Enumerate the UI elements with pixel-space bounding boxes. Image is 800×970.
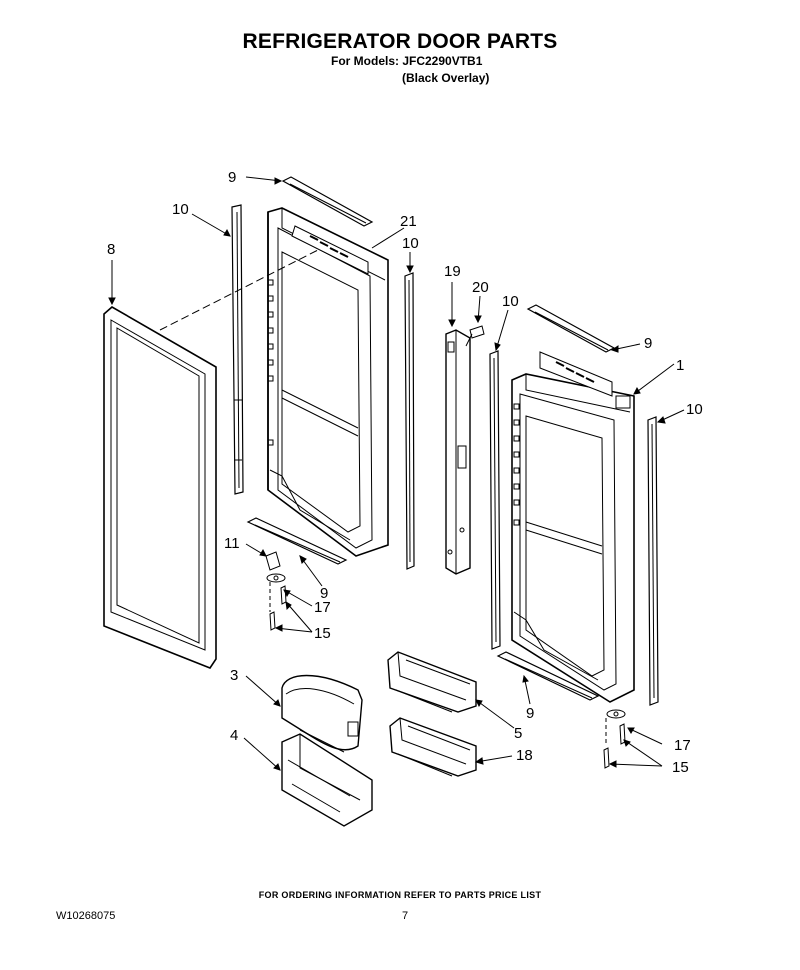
- callout-18: 18: [516, 747, 533, 764]
- callout-4: 4: [230, 727, 238, 744]
- callout-9-top-left: 9: [228, 169, 236, 186]
- callout-10-right-inner: 10: [502, 293, 519, 310]
- models-line: For Models: JFC2290VTB1: [331, 54, 483, 68]
- callout-9-bottom-right: 9: [526, 705, 534, 722]
- leader-lines: [108, 176, 685, 771]
- callout-9-top-right: 9: [644, 335, 652, 352]
- page-title: REFRIGERATOR DOOR PARTS: [242, 30, 558, 53]
- left-hinge-hardware: [265, 551, 287, 631]
- right-hinge-hardware: [603, 709, 626, 769]
- part-10-door-trim-right-inner: [489, 350, 501, 650]
- callout-3: 3: [230, 667, 238, 684]
- part-10-door-trim-left-inner: [404, 272, 415, 570]
- callout-1: 1: [676, 357, 684, 374]
- part-10-door-trim-right-outer: [647, 416, 659, 706]
- callout-15-left: 15: [314, 625, 331, 642]
- part-8-door-gasket: [103, 306, 217, 669]
- callout-17-left: 17: [314, 599, 331, 616]
- callout-11: 11: [224, 535, 240, 552]
- callout-15-right: 15: [672, 759, 689, 776]
- callout-labels: 9 10 8 21 10 19 20 10 9 1 10 11 9 17 15 …: [107, 169, 703, 776]
- callout-10-left-outer: 10: [172, 201, 189, 218]
- callout-8: 8: [107, 241, 115, 258]
- part-10-door-trim-left-outer: [231, 204, 244, 495]
- left-door-liner: [267, 207, 389, 557]
- part-9-trim-top-right: [526, 304, 616, 353]
- part-9-trim-top-left: [281, 176, 374, 227]
- part-9-trim-bottom-left: [246, 517, 348, 565]
- callout-10-left-inner: 10: [402, 235, 419, 252]
- callout-20: 20: [472, 279, 489, 296]
- part-20-screw: [465, 325, 485, 347]
- callout-10-right-outer: 10: [686, 401, 703, 418]
- part-3-dairy-cover: [281, 674, 363, 753]
- part-1-right-door-liner: [511, 351, 635, 703]
- page-number: 7: [402, 910, 409, 922]
- part-9-trim-bottom-right: [496, 651, 600, 701]
- part-19-hinge-channel: [445, 329, 471, 575]
- callout-5: 5: [514, 725, 522, 742]
- ordering-note: FOR ORDERING INFORMATION REFER TO PARTS …: [258, 890, 542, 900]
- document-number: W10268075: [56, 910, 116, 922]
- callout-21: 21: [400, 213, 417, 230]
- variant-line: (Black Overlay): [402, 71, 490, 85]
- part-5-door-bin: [387, 651, 477, 713]
- callout-9-bottom-left: 9: [320, 585, 328, 602]
- callout-19: 19: [444, 263, 461, 280]
- part-4-dairy-bin: [281, 733, 373, 827]
- callout-17-right: 17: [674, 737, 691, 754]
- part-18-door-bin-small: [389, 717, 477, 777]
